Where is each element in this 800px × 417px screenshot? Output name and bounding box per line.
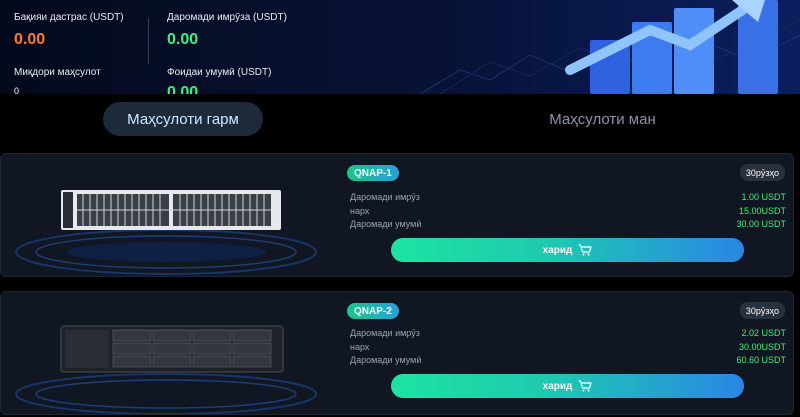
info-value: 15.00USDT [738, 206, 786, 216]
product-count-value: 0 [14, 86, 20, 94]
duration-badge: 30рӯзҳо [739, 164, 785, 181]
tab-hot-products[interactable]: Маҳсулоти гарм [103, 102, 263, 136]
cart-icon [578, 380, 592, 392]
info-label: Даромади умумӣ [350, 219, 422, 229]
balance-stat: Бақияи дастрас (USDT) 0.00 [14, 12, 124, 49]
duration-badge: 30рӯзҳо [739, 302, 785, 319]
buy-label: харид [542, 380, 573, 392]
info-label: нарх [350, 206, 370, 216]
product-card-qnap-2: QNAP-2 30рӯзҳо Даромади имрӯз 2.02 USDT … [0, 291, 794, 415]
total-profit-value: 0.00 [167, 84, 199, 94]
today-income-stat: Даромади имрӯза (USDT) 0.00 [167, 12, 287, 49]
product-tabs: Маҳсулоти гарм Маҳсулоти ман [0, 94, 800, 146]
growth-chart-illustration [420, 0, 800, 94]
info-label: Даромади имрӯз [350, 192, 420, 202]
product-count-label: Миқдори маҳсулот [14, 67, 101, 78]
cart-icon [578, 244, 592, 256]
info-value: 2.02 USDT [741, 328, 786, 338]
today-income-value: 0.00 [167, 31, 199, 48]
header-divider [148, 18, 149, 64]
balance-value: 0.00 [14, 31, 46, 48]
product-card-qnap-1: QNAP-1 30рӯзҳо Даромади имрӯз 1.00 USDT … [0, 153, 794, 277]
product-name-badge: QNAP-2 [347, 303, 399, 319]
buy-label: харид [542, 244, 573, 256]
info-label: нарх [350, 342, 370, 352]
info-label: Даромади имрӯз [350, 328, 420, 338]
buy-button[interactable]: харид [391, 238, 744, 262]
tab-my-products[interactable]: Маҳсулоти ман [549, 110, 656, 128]
info-value: 1.00 USDT [741, 192, 786, 202]
info-label: Даромади умумӣ [350, 355, 422, 365]
buy-button[interactable]: харид [391, 374, 744, 398]
server-image [15, 325, 317, 414]
stats-header: Бақияи дастрас (USDT) 0.00 Даромади имрӯ… [0, 0, 800, 94]
info-value: 30.00 USDT [736, 219, 786, 229]
server-image [15, 190, 317, 275]
total-profit-label: Фоидаи умумӣ (USDT) [167, 67, 272, 78]
info-value: 30.00USDT [738, 342, 786, 352]
product-name-badge: QNAP-1 [347, 165, 399, 181]
info-value: 60.60 USDT [736, 355, 786, 365]
total-profit-stat: Фоидаи умумӣ (USDT) 0.00 [167, 67, 271, 94]
product-count-stat: Миқдори маҳсулот 0 [14, 67, 101, 94]
today-income-label: Даромади имрӯза (USDT) [167, 12, 287, 23]
balance-label: Бақияи дастрас (USDT) [14, 12, 124, 23]
